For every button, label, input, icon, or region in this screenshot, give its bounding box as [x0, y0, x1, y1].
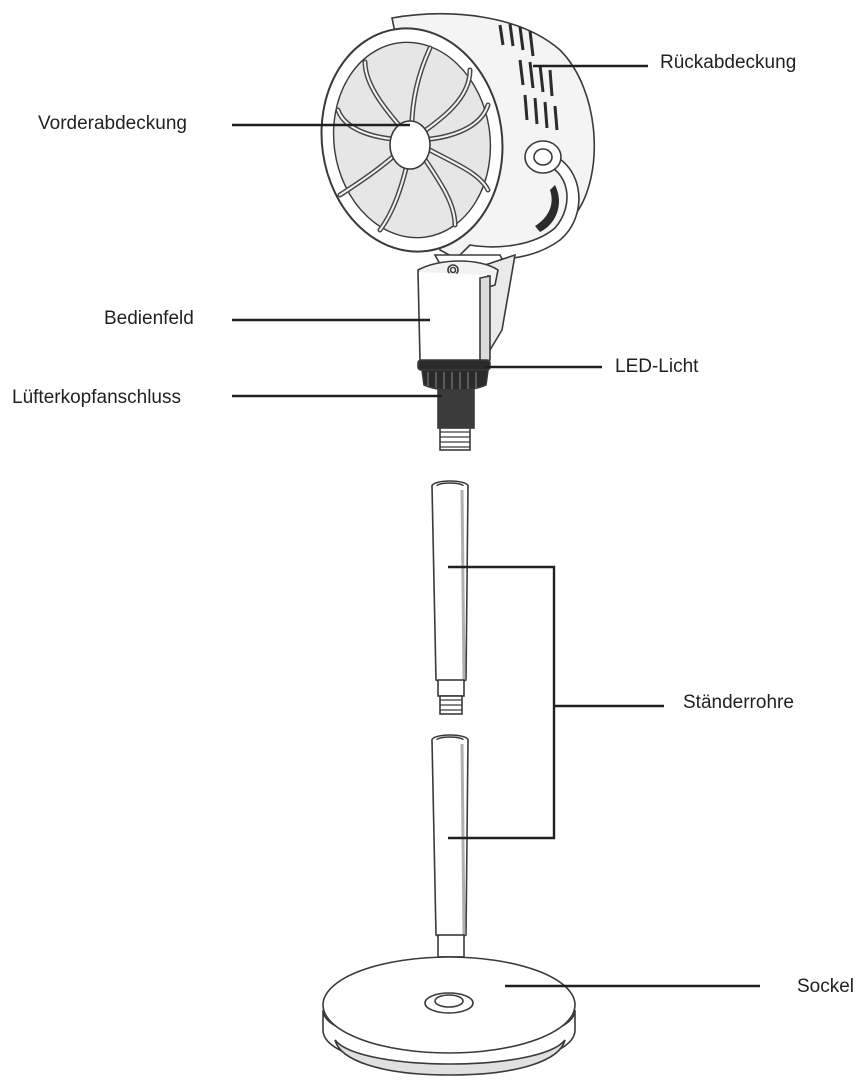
control-panel [418, 261, 498, 450]
base [323, 957, 575, 1075]
base-socket-inner [435, 995, 463, 1007]
front-cover-hub [390, 121, 430, 169]
head-connector-shaft [438, 390, 474, 428]
upper-pole [432, 481, 468, 714]
control-panel-shade [480, 276, 490, 364]
lower-pole-neck [438, 935, 464, 957]
led-light-ring [418, 360, 490, 370]
upper-pole-neck [438, 680, 464, 696]
label-led-licht: LED-Licht [615, 356, 698, 378]
lower-pole [432, 735, 468, 975]
head-connector-collar [422, 370, 488, 390]
label-bedienfeld: Bedienfeld [104, 308, 194, 330]
label-sockel: Sockel [797, 976, 854, 998]
label-luefterkopfanschluss: Lüfterkopfanschluss [12, 387, 181, 409]
label-vorderabdeckung: Vorderabdeckung [38, 113, 187, 135]
label-staenderrohre: Ständerrohre [683, 692, 794, 714]
label-rueckabdeckung: Rückabdeckung [660, 52, 796, 74]
yoke-knob-inner [534, 149, 552, 165]
